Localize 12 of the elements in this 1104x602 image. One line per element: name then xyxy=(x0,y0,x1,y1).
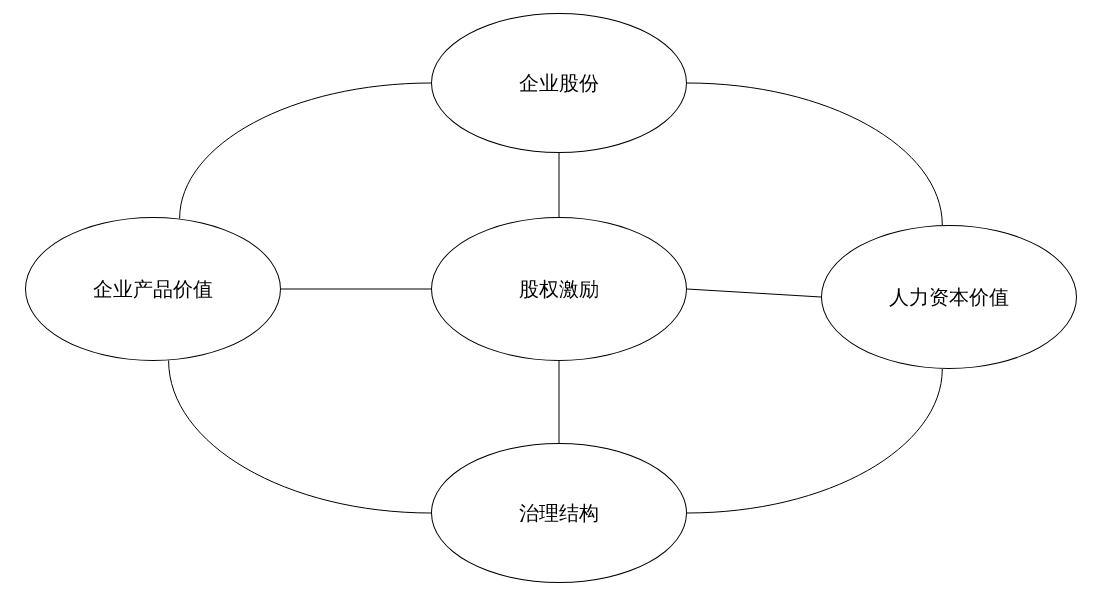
connector-line xyxy=(686,288,822,298)
connector-line xyxy=(558,152,560,218)
connector-line xyxy=(168,359,432,514)
connector-line xyxy=(686,82,943,226)
node-label: 人力资本价值 xyxy=(889,283,1009,311)
connector-line xyxy=(558,360,560,444)
connector-line xyxy=(686,368,943,514)
node-label: 企业产品价值 xyxy=(93,275,213,303)
connector-line xyxy=(280,288,432,290)
node-label: 股权激励 xyxy=(519,275,599,303)
node-label: 企业股份 xyxy=(519,69,599,97)
node-label: 治理结构 xyxy=(519,499,599,527)
